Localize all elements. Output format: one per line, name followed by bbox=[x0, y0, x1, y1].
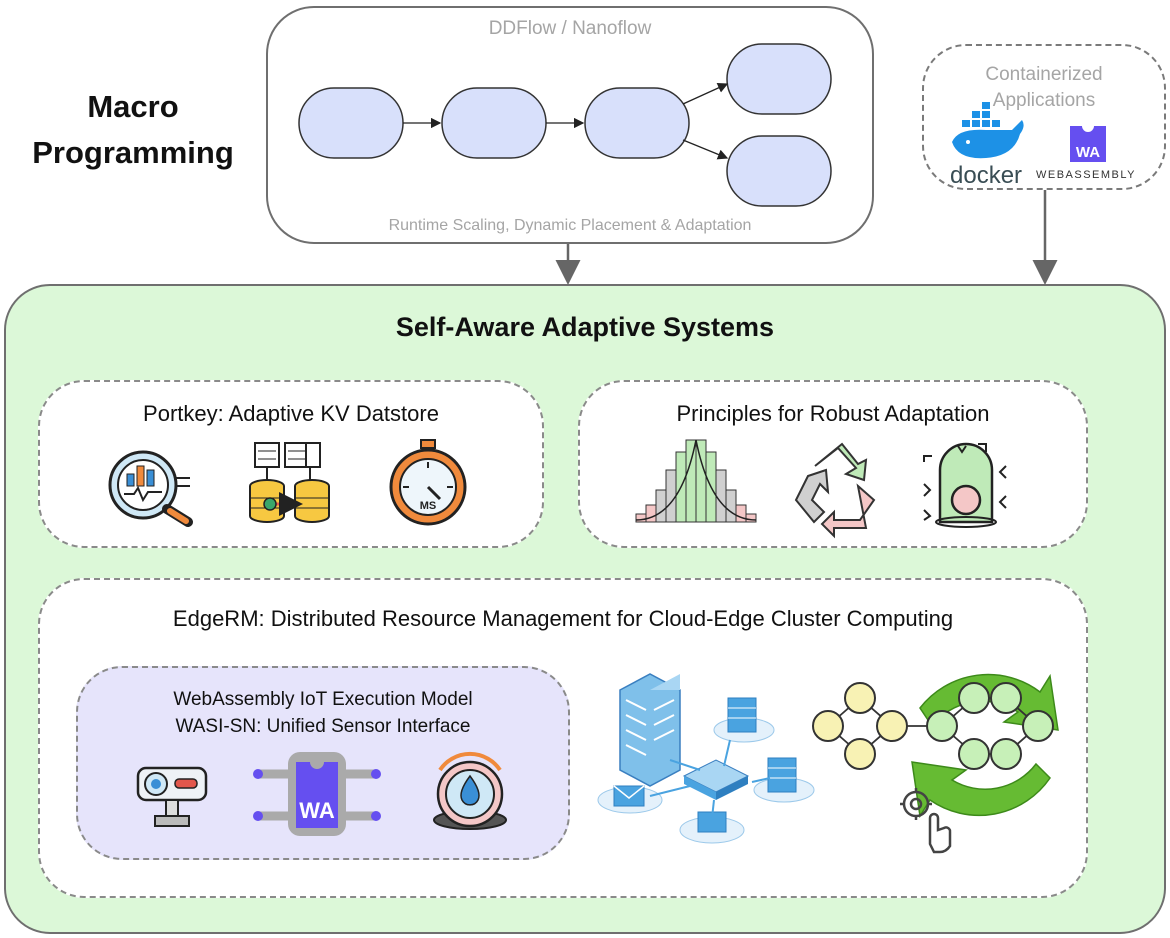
cloud-edge-network-icon bbox=[597, 673, 815, 844]
ddflow-node bbox=[441, 87, 547, 159]
wasm-iot-title: WebAssembly IoT Execution Model WASI-SN:… bbox=[76, 686, 570, 740]
ddflow-title: DDFlow / Nanoflow bbox=[488, 18, 652, 39]
ddflow-edge bbox=[682, 83, 729, 105]
containerized-apps-box bbox=[922, 44, 1166, 190]
sensor-camera-icon bbox=[136, 766, 208, 827]
gear-hand-icon bbox=[900, 788, 952, 854]
containerized-title-line-1: Containerized bbox=[985, 64, 1103, 85]
docker-logo-icon bbox=[952, 102, 1024, 159]
graph-node bbox=[958, 738, 990, 770]
portkey-title: Portkey: Adaptive KV Datstore bbox=[143, 401, 439, 426]
edgerm-title: EdgeRM: Distributed Resource Management … bbox=[172, 606, 954, 631]
wasm-logo-text: WA bbox=[1076, 144, 1100, 161]
graph-node bbox=[876, 710, 908, 742]
graph-node bbox=[958, 682, 990, 714]
ddflow-node bbox=[726, 43, 832, 115]
stopwatch-ms-icon: MS bbox=[389, 439, 467, 526]
stopwatch-text: MS bbox=[420, 500, 437, 512]
wasm-chip-icon: WA bbox=[253, 752, 381, 836]
self-aware-systems-title: Self-Aware Adaptive Systems bbox=[395, 312, 775, 342]
ddflow-node bbox=[726, 135, 832, 207]
webassembly-logo-icon: WA bbox=[1070, 126, 1106, 162]
database-migration-icon bbox=[249, 442, 330, 523]
wasm-iot-title-line-2: WASI-SN: Unified Sensor Interface bbox=[175, 716, 471, 737]
building-icon bbox=[619, 673, 681, 787]
graph-node bbox=[812, 710, 844, 742]
cloud-server-icon bbox=[713, 697, 775, 743]
macro-programming-label: Macro Programming bbox=[18, 84, 248, 176]
cloud-folder-icon bbox=[679, 811, 745, 844]
wasm-iot-title-line-1: WebAssembly IoT Execution Model bbox=[173, 689, 473, 710]
distribution-histogram-icon bbox=[635, 439, 757, 523]
wasm-chip-text: WA bbox=[299, 798, 335, 823]
docker-label: docker bbox=[950, 162, 1022, 189]
ddflow-node bbox=[584, 87, 690, 159]
graph-node bbox=[1022, 710, 1054, 742]
graph-node bbox=[844, 682, 876, 714]
graph-node bbox=[844, 738, 876, 770]
graph-node bbox=[926, 710, 958, 742]
graph-node bbox=[990, 738, 1022, 770]
ddflow-graph bbox=[298, 43, 832, 207]
macro-label-line-2: Programming bbox=[32, 135, 234, 170]
containerized-title-line-2: Applications bbox=[992, 90, 1096, 111]
water-gauge-icon bbox=[433, 751, 507, 830]
principles-title: Principles for Robust Adaptation bbox=[676, 401, 990, 426]
router-icon bbox=[682, 759, 750, 800]
ddflow-edge bbox=[682, 139, 729, 160]
ddflow-caption: Runtime Scaling, Dynamic Placement & Ada… bbox=[388, 217, 752, 234]
webassembly-label: WEBASSEMBLY bbox=[1036, 169, 1136, 181]
cloud-mail-icon bbox=[597, 785, 663, 814]
graph-node bbox=[990, 682, 1022, 714]
containerized-title: Containerized Applications bbox=[922, 62, 1166, 114]
recycle-icon bbox=[794, 442, 876, 539]
adaptive-graph-cycle-icon bbox=[812, 673, 1059, 819]
ddflow-node bbox=[298, 87, 404, 159]
analytics-magnifier-icon bbox=[108, 450, 193, 527]
robust-capsule-icon bbox=[923, 442, 1007, 528]
cloud-server-icon bbox=[753, 757, 815, 803]
macro-label-line-1: Macro bbox=[87, 89, 179, 124]
